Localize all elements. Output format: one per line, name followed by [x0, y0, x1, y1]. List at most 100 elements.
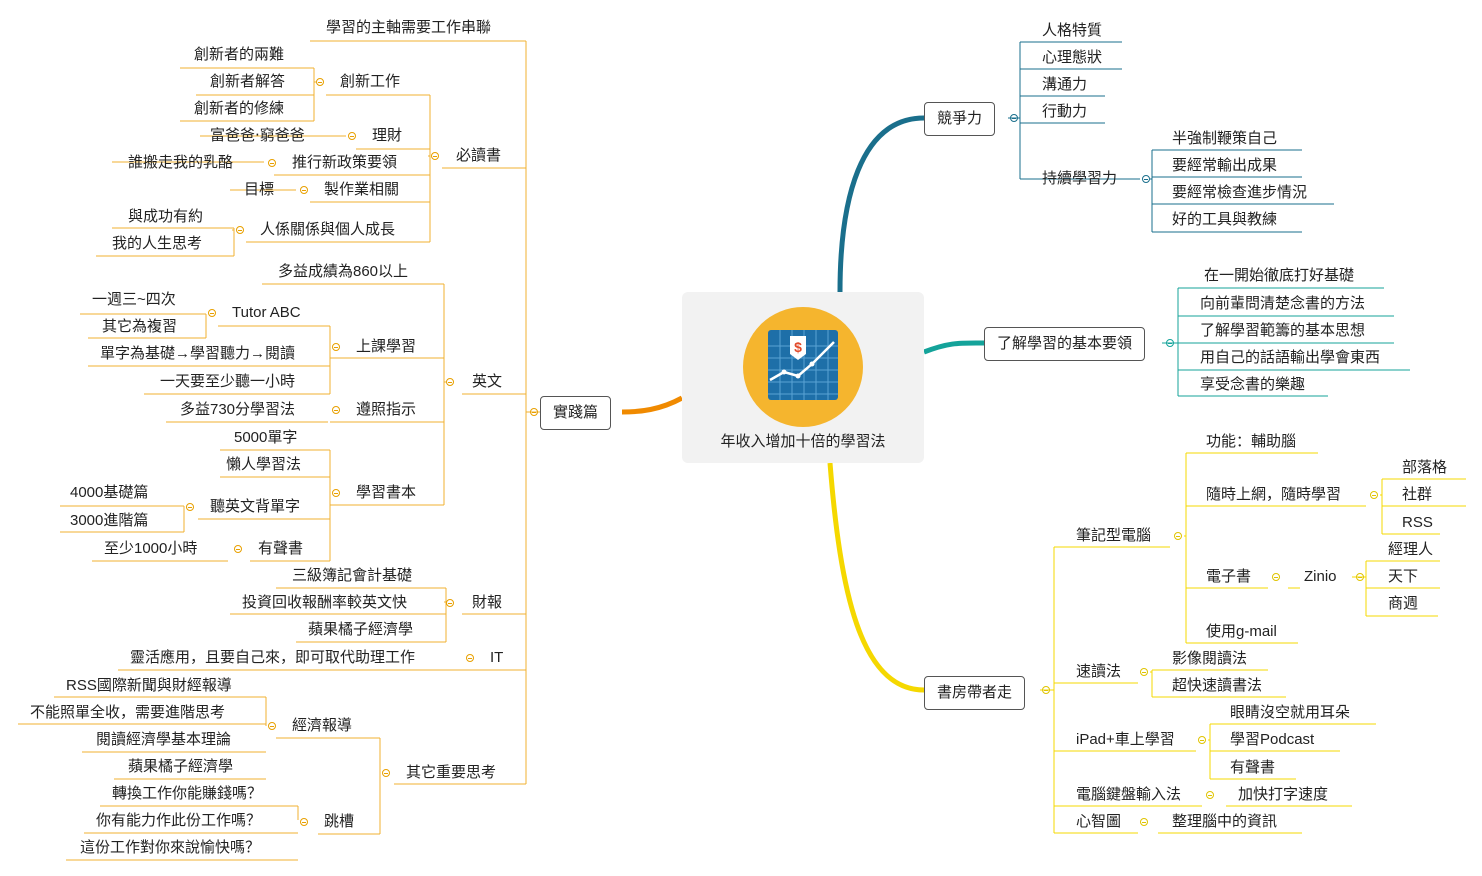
collapse-books-icon[interactable]	[332, 489, 340, 497]
practice-main-axis[interactable]: 學習的主軸需要工作串聯	[326, 19, 492, 36]
collapse-mindmap-icon[interactable]	[1140, 818, 1148, 826]
policy-item[interactable]: 誰搬走我的乳酪	[128, 154, 234, 171]
compete-item[interactable]: 心理態狀	[1042, 49, 1103, 66]
english-follow[interactable]: 遵照指示	[356, 401, 417, 418]
book-listen-item[interactable]: 3000進階篇	[70, 512, 149, 529]
finance-report-item[interactable]: 蘋果橘子經濟學	[308, 621, 414, 638]
collapse-speed-icon[interactable]	[1140, 668, 1148, 676]
speed-item[interactable]: 超快速讀書法	[1172, 677, 1263, 694]
finance-item[interactable]: 富爸爸‧窮爸爸	[210, 127, 305, 144]
tutor-item[interactable]: 一週三~四次	[92, 291, 176, 308]
laptop-gmail[interactable]: 使用g-mail	[1206, 623, 1277, 640]
study-laptop[interactable]: 筆記型電腦	[1076, 527, 1152, 544]
collapse-econ-icon[interactable]	[268, 722, 276, 730]
speed-item[interactable]: 影像閱讀法	[1172, 650, 1248, 667]
relation-item[interactable]: 我的人生思考	[112, 235, 203, 252]
collapse-work-icon[interactable]	[300, 186, 308, 194]
continuous-item[interactable]: 半強制鞭策自己	[1172, 130, 1278, 147]
collapse-policy-icon[interactable]	[268, 159, 276, 167]
others-jump[interactable]: 跳槽	[324, 813, 355, 830]
econ-item[interactable]: RSS國際新聞與財經報導	[66, 677, 232, 694]
laptop-function[interactable]: 功能：輔助腦	[1206, 433, 1297, 450]
basics-item[interactable]: 向前輩問清楚念書的方法	[1200, 295, 1366, 312]
keyboard-item[interactable]: 加快打字速度	[1238, 786, 1329, 803]
topic-basics[interactable]: 了解學習的基本要領	[984, 327, 1146, 361]
collapse-class-icon[interactable]	[332, 343, 340, 351]
collapse-laptop-icon[interactable]	[1174, 532, 1182, 540]
econ-item[interactable]: 不能照單全收，需要進階思考	[30, 704, 226, 721]
practice-it[interactable]: IT	[490, 649, 504, 666]
online-item[interactable]: RSS	[1402, 514, 1433, 531]
jump-item[interactable]: 你有能力作此份工作嗎？	[96, 812, 262, 829]
collapse-relation-icon[interactable]	[236, 226, 244, 234]
continuous-item[interactable]: 要經常檢查進步情況	[1172, 184, 1308, 201]
must-read-innovation[interactable]: 創新工作	[340, 73, 401, 90]
collapse-compete-icon[interactable]	[1010, 114, 1018, 122]
class-vocab[interactable]: 單字為基礎→學習聽力→閱讀	[100, 345, 296, 362]
innovation-item[interactable]: 創新者的修練	[194, 100, 285, 117]
basics-item[interactable]: 了解學習範籌的基本思想	[1200, 322, 1366, 339]
basics-item[interactable]: 用自己的話語輸出學會東西	[1200, 349, 1381, 366]
collapse-finance-icon[interactable]	[348, 132, 356, 140]
collapse-it-icon[interactable]	[466, 654, 474, 662]
book-listen-item[interactable]: 4000基礎篇	[70, 484, 149, 501]
ipad-item[interactable]: 學習Podcast	[1230, 731, 1315, 748]
book-listen[interactable]: 聽英文背單字	[210, 498, 301, 515]
must-read-relation[interactable]: 人係關係與個人成長	[260, 221, 396, 238]
book-5000[interactable]: 5000單字	[234, 429, 298, 446]
topic-compete[interactable]: 競爭力	[924, 102, 996, 136]
ebook-zinio[interactable]: Zinio	[1304, 568, 1337, 585]
jump-item[interactable]: 轉換工作你能賺錢嗎？	[112, 785, 263, 802]
collapse-basics-icon[interactable]	[1166, 339, 1174, 347]
collapse-jump-icon[interactable]	[300, 818, 308, 826]
zinio-item[interactable]: 天下	[1388, 568, 1419, 585]
basics-item[interactable]: 享受念書的樂趣	[1200, 376, 1306, 393]
econ-item[interactable]: 蘋果橘子經濟學	[128, 758, 234, 775]
collapse-others-icon[interactable]	[382, 769, 390, 777]
collapse-tutor-icon[interactable]	[208, 309, 216, 317]
study-mindmap[interactable]: 心智圖	[1076, 813, 1122, 830]
collapse-must-read-icon[interactable]	[431, 152, 439, 160]
must-read-work[interactable]: 製作業相關	[324, 181, 400, 198]
collapse-finance-report-icon[interactable]	[446, 599, 454, 607]
work-item[interactable]: 目標	[244, 181, 275, 198]
central-topic[interactable]: $ 年收入增加十倍的學習法	[682, 292, 924, 463]
class-tutor[interactable]: Tutor ABC	[232, 304, 301, 321]
topic-study[interactable]: 書房帶者走	[924, 676, 1026, 710]
english-toeic[interactable]: 多益成績為860以上	[278, 263, 409, 280]
zinio-item[interactable]: 商週	[1388, 595, 1419, 612]
practice-must-read[interactable]: 必讀書	[456, 147, 502, 164]
innovation-item[interactable]: 創新者的兩難	[194, 46, 285, 63]
finance-report-item[interactable]: 三級簿記會計基礎	[292, 567, 413, 584]
audio-item[interactable]: 至少1000小時	[104, 540, 198, 557]
practice-others[interactable]: 其它重要思考	[406, 764, 497, 781]
practice-english[interactable]: 英文	[472, 373, 503, 390]
collapse-continuous-icon[interactable]	[1142, 175, 1150, 183]
topic-practice[interactable]: 實踐篇	[540, 396, 612, 430]
collapse-online-icon[interactable]	[1370, 491, 1378, 499]
mindmap-item[interactable]: 整理腦中的資訊	[1172, 813, 1278, 830]
others-econ[interactable]: 經濟報導	[292, 717, 353, 734]
it-item[interactable]: 靈活應用，且要自己來，即可取代助理工作	[130, 649, 416, 666]
zinio-item[interactable]: 經理人	[1388, 541, 1434, 558]
must-read-policy[interactable]: 推行新政策要領	[292, 154, 398, 171]
laptop-ebook[interactable]: 電子書	[1206, 568, 1252, 585]
compete-item[interactable]: 人格特質	[1042, 22, 1103, 39]
jump-item[interactable]: 這份工作對你來說愉快嗎？	[80, 839, 261, 856]
english-class[interactable]: 上課學習	[356, 338, 417, 355]
collapse-book-listen-icon[interactable]	[186, 503, 194, 511]
book-audio[interactable]: 有聲書	[258, 540, 304, 557]
econ-item[interactable]: 閱讀經濟學基本理論	[96, 731, 232, 748]
finance-report-item[interactable]: 投資回收報酬率較英文快	[242, 594, 408, 611]
continuous-item[interactable]: 好的工具與教練	[1172, 211, 1278, 228]
class-listen[interactable]: 一天要至少聽一小時	[160, 373, 296, 390]
follow-item[interactable]: 多益730分學習法	[180, 401, 296, 418]
online-item[interactable]: 部落格	[1402, 459, 1448, 476]
ipad-item[interactable]: 有聲書	[1230, 759, 1276, 776]
basics-item[interactable]: 在一開始徹底打好基礎	[1204, 267, 1355, 284]
compete-item[interactable]: 持續學習力	[1042, 170, 1118, 187]
collapse-english-icon[interactable]	[446, 378, 454, 386]
collapse-study-icon[interactable]	[1042, 686, 1050, 694]
laptop-online[interactable]: 隨時上網，隨時學習	[1206, 486, 1342, 503]
compete-item[interactable]: 溝通力	[1042, 76, 1088, 93]
